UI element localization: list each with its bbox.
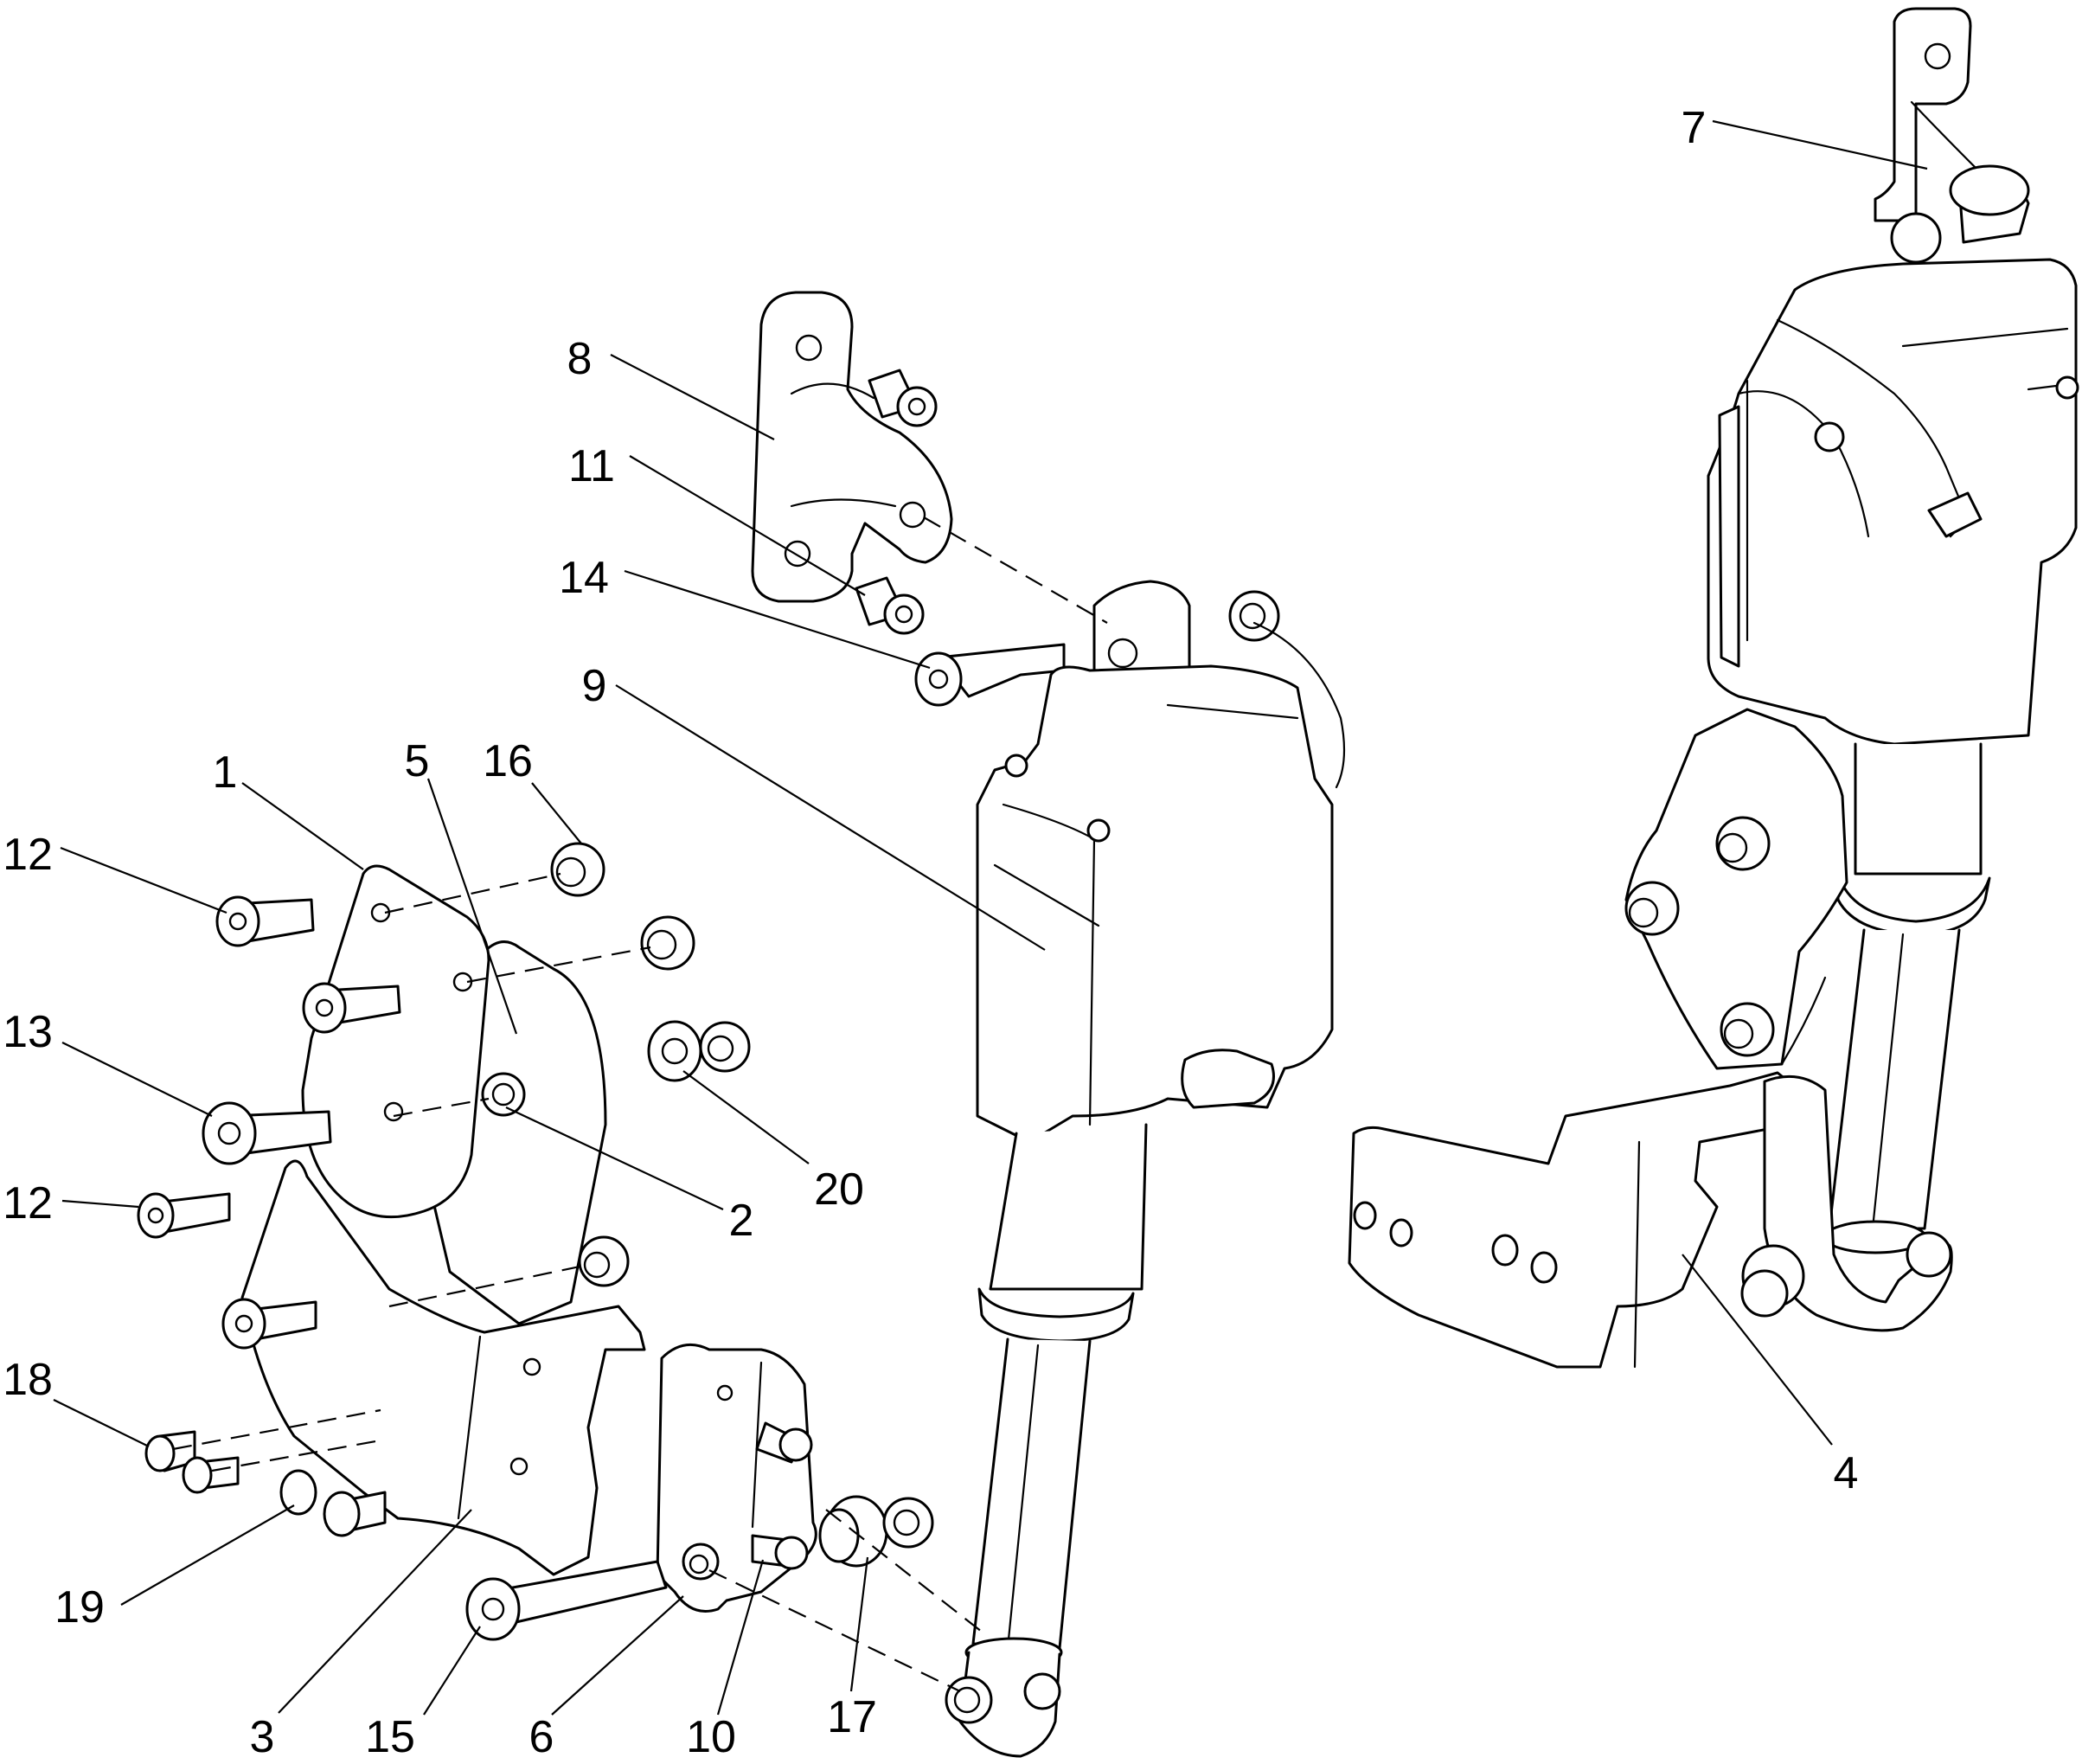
callout-4: 4 (1834, 1448, 1859, 1498)
callout-15: 15 (365, 1712, 415, 1762)
left-bracket-assembly (137, 842, 934, 1641)
callout-1: 1 (213, 747, 238, 798)
callout-16: 16 (483, 736, 533, 786)
leader-lines (53, 119, 1928, 1716)
callout-19: 19 (54, 1582, 105, 1633)
callout-9: 9 (582, 661, 607, 711)
callout-12-top: 12 (3, 830, 53, 880)
callout-labels: 8 11 14 9 1 5 16 12 13 12 20 2 18 19 3 1… (3, 103, 1858, 1762)
callout-20: 20 (814, 1164, 864, 1215)
callout-10: 10 (686, 1712, 736, 1762)
callout-8: 8 (567, 334, 593, 384)
right-actuator-assembly (1348, 7, 2079, 1369)
callout-12-bottom: 12 (3, 1178, 53, 1228)
callout-3: 3 (250, 1712, 275, 1762)
alignment-lines (172, 516, 1108, 1692)
callout-17: 17 (827, 1692, 877, 1742)
center-actuator (751, 291, 1346, 1758)
callout-13: 13 (3, 1007, 53, 1057)
callout-14: 14 (559, 553, 609, 603)
callout-18: 18 (3, 1355, 53, 1405)
callout-7: 7 (1682, 103, 1707, 153)
callout-5: 5 (405, 736, 430, 786)
callout-6: 6 (529, 1712, 554, 1762)
callout-2: 2 (729, 1196, 754, 1246)
callout-11: 11 (568, 441, 615, 491)
